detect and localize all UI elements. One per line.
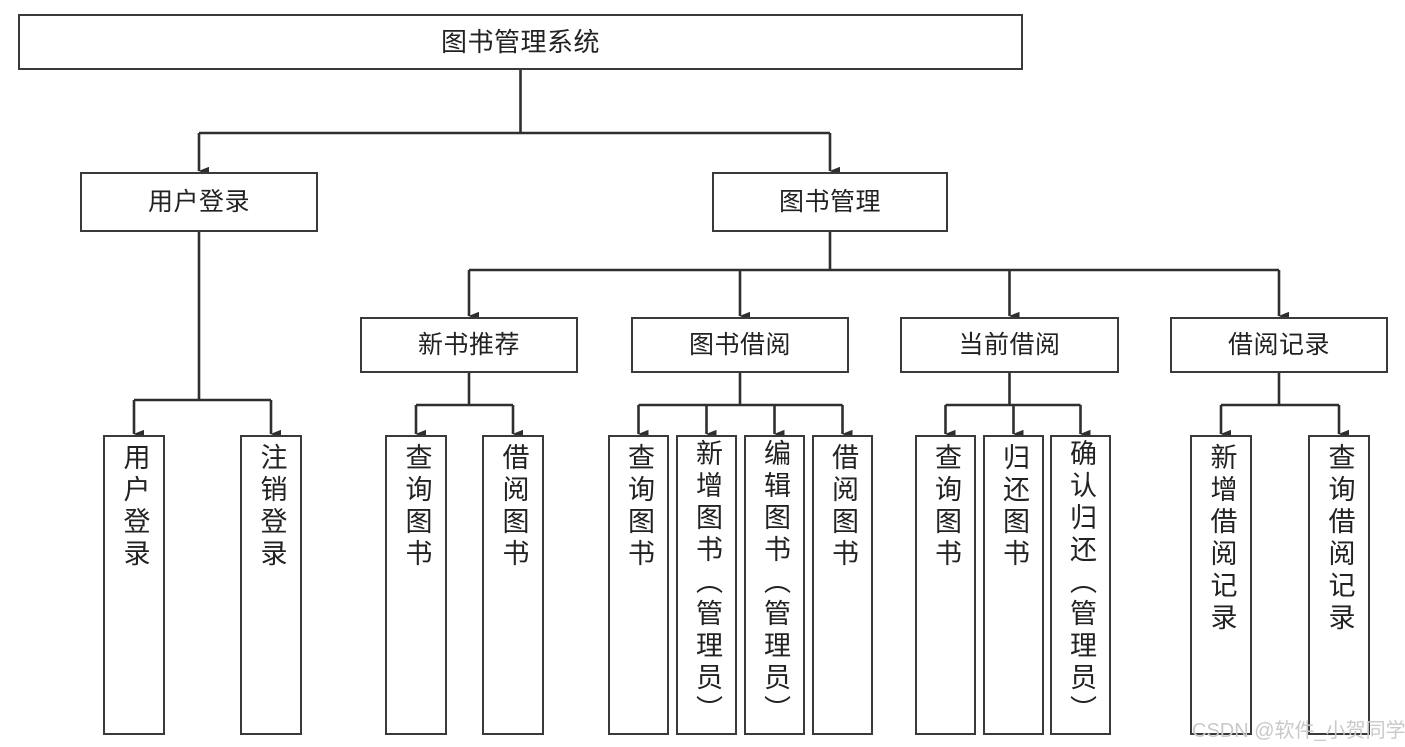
node-label: 借阅图书	[498, 443, 529, 571]
node-label: 用户登录	[147, 187, 250, 216]
node-leaf7[interactable]: 编辑图书（管理员）	[744, 435, 805, 735]
node-label: 新增图书（管理员）	[692, 439, 722, 727]
node-label: 借阅记录	[1227, 330, 1330, 359]
node-newbook[interactable]: 新书推荐	[360, 317, 578, 373]
node-label: 查询借阅记录	[1324, 443, 1355, 635]
node-label: 注销登录	[256, 443, 287, 571]
node-leaf12[interactable]: 新增借阅记录	[1190, 435, 1252, 735]
node-leaf9[interactable]: 查询图书	[915, 435, 976, 735]
node-label: 新增借阅记录	[1206, 443, 1237, 635]
node-login[interactable]: 用户登录	[80, 172, 318, 232]
node-leaf1[interactable]: 用户登录	[103, 435, 165, 735]
node-bookmgmt[interactable]: 图书管理	[712, 172, 948, 232]
node-label: 借阅图书	[828, 443, 858, 571]
node-leaf4[interactable]: 借阅图书	[482, 435, 544, 735]
node-leaf10[interactable]: 归还图书	[983, 435, 1044, 735]
node-label: 图书管理	[778, 187, 881, 216]
node-leaf13[interactable]: 查询借阅记录	[1308, 435, 1370, 735]
node-label: 用户登录	[119, 443, 150, 571]
node-label: 图书借阅	[688, 330, 791, 359]
node-label: 归还图书	[999, 443, 1029, 571]
node-label: 确认归还（管理员）	[1066, 439, 1096, 727]
node-label: 查询图书	[931, 443, 961, 571]
node-label: 图书管理系统	[440, 27, 600, 57]
node-label: 查询图书	[401, 443, 432, 571]
node-current[interactable]: 当前借阅	[900, 317, 1119, 373]
node-root[interactable]: 图书管理系统	[18, 14, 1023, 70]
node-leaf11[interactable]: 确认归还（管理员）	[1050, 435, 1111, 735]
node-leaf2[interactable]: 注销登录	[240, 435, 302, 735]
node-leaf8[interactable]: 借阅图书	[812, 435, 873, 735]
node-label: 当前借阅	[958, 330, 1061, 359]
node-label: 编辑图书（管理员）	[760, 439, 790, 727]
node-leaf3[interactable]: 查询图书	[385, 435, 447, 735]
node-records[interactable]: 借阅记录	[1170, 317, 1388, 373]
node-label: 新书推荐	[417, 330, 520, 359]
node-leaf5[interactable]: 查询图书	[608, 435, 669, 735]
node-label: 查询图书	[624, 443, 654, 571]
node-borrow[interactable]: 图书借阅	[631, 317, 849, 373]
node-leaf6[interactable]: 新增图书（管理员）	[676, 435, 737, 735]
